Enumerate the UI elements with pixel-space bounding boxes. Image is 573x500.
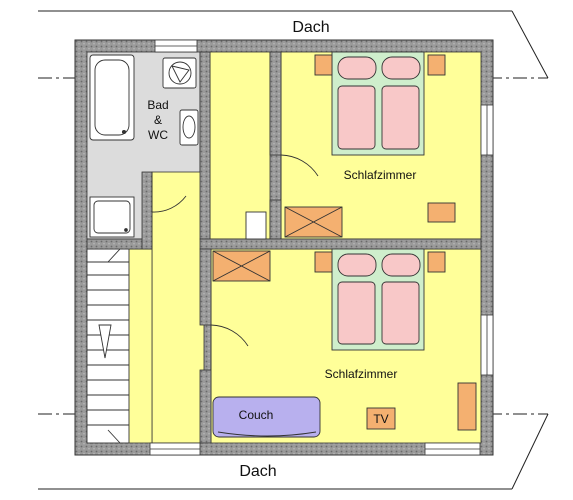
roof-label-top: Dach — [292, 19, 329, 36]
bed-upper-mattress-left — [337, 85, 376, 150]
nightstand-upper-right — [427, 54, 446, 76]
inner-walls — [86, 51, 482, 444]
nightstand-upper-left — [314, 54, 333, 76]
bed-upper-mattress-right — [381, 85, 420, 150]
roof-label-bottom: Dach — [239, 463, 276, 480]
nightstand-lower-left — [314, 251, 333, 273]
windows — [149, 39, 494, 456]
bedroom-upper-label: Schlafzimmer — [344, 168, 417, 182]
bathroom-label-line3: WC — [148, 128, 168, 142]
bed-lower-mattress-right — [381, 281, 420, 345]
tv-stand — [366, 407, 396, 430]
bed-upper — [284, 51, 456, 238]
bed-upper-pillow-left — [337, 56, 377, 80]
side-table-upper — [427, 202, 456, 223]
bathroom-label-line2: & — [154, 113, 162, 127]
nightstand-lower-right — [427, 251, 446, 273]
bed-lower — [212, 248, 477, 438]
hallway-lower-floor — [151, 171, 205, 444]
hallway-floor — [209, 51, 271, 240]
couch-label: Couch — [239, 408, 274, 422]
bed-lower-mattress-left — [337, 281, 376, 345]
bedroom-lower-label: Schlafzimmer — [325, 367, 398, 381]
bathroom-fixtures — [89, 54, 199, 238]
door-frame-small — [245, 211, 267, 240]
couch — [212, 396, 321, 438]
doors — [151, 154, 319, 370]
cabinet-lower-right — [457, 382, 477, 431]
bed-upper-pillow-right — [381, 56, 421, 80]
bed-lower-pillow-left — [337, 253, 377, 277]
tv-label: TV — [373, 412, 388, 426]
bed-lower-pillow-right — [381, 253, 421, 277]
staircase — [86, 248, 130, 444]
stair-direction-arrow — [98, 324, 112, 359]
bathroom-label-line1: Bad — [147, 98, 168, 112]
